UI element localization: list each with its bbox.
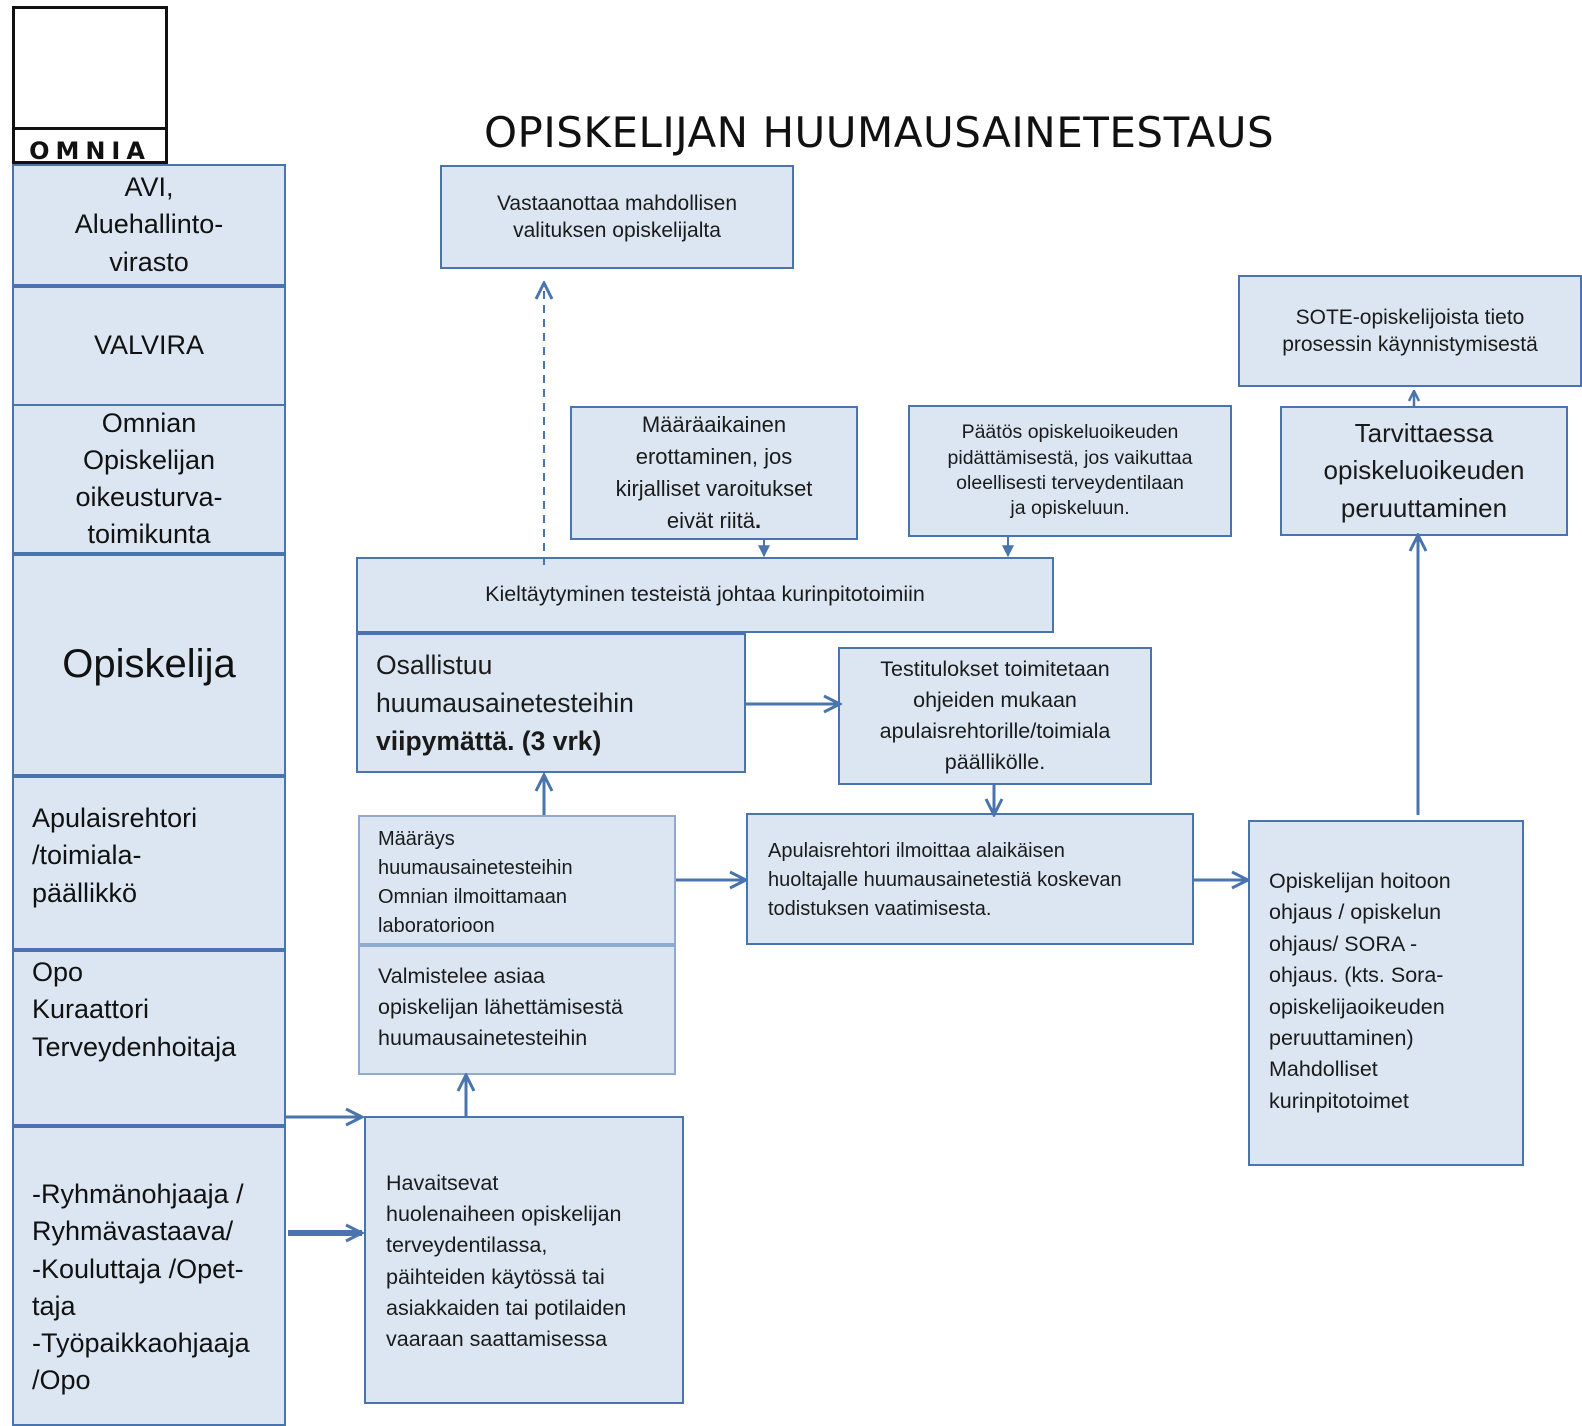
page-title: OPISKELIJAN HUUMAUSAINETESTAUS bbox=[484, 108, 1275, 157]
box-valmistelee: Valmistelee asiaa opiskelijan lähettämis… bbox=[358, 945, 676, 1075]
lane-ryhmanohjaaja: -Ryhmänohjaaja / Ryhmävastaava/ -Koulutt… bbox=[12, 1126, 286, 1426]
osallistuu-deadline: viipymättä. (3 vrk) bbox=[376, 725, 602, 756]
osallistuu-text: Osallistuu huumausainetesteihin bbox=[376, 650, 634, 718]
erottaminen-label: Määräaikainen erottaminen, jos kirjallis… bbox=[615, 412, 813, 533]
lane-valvira: VALVIRA bbox=[12, 286, 286, 406]
box-peruuttaminen: Tarvittaessa opiskeluoikeuden peruuttami… bbox=[1280, 406, 1568, 536]
logo-rule bbox=[15, 127, 165, 130]
lane-oikeusturvatoimikunta: Omnian Opiskelijan oikeusturva- toimikun… bbox=[12, 404, 286, 554]
box-sote: SOTE-opiskelijoista tieto prosessin käyn… bbox=[1238, 275, 1582, 387]
box-kieltaytyminen: Kieltäytyminen testeistä johtaa kurinpit… bbox=[356, 557, 1054, 633]
lane-opo: Opo Kuraattori Terveydenhoitaja bbox=[12, 950, 286, 1126]
erottaminen-dot: . bbox=[754, 507, 762, 533]
box-hoitoon: Opiskelijan hoitoon ohjaus / opiskelun o… bbox=[1248, 820, 1524, 1166]
box-erottaminen: Määräaikainen erottaminen, jos kirjallis… bbox=[570, 406, 858, 540]
lane-apulaisrehtori: Apulaisrehtori /toimiala- päällikkö bbox=[12, 776, 286, 950]
box-havaitsevat: Havaitsevat huolenaiheen opiskelijan ter… bbox=[364, 1116, 684, 1404]
box-maarays: Määräys huumausainetesteihin Omnian ilmo… bbox=[358, 815, 676, 945]
box-osallistuu: Osallistuu huumausainetesteihin viipymät… bbox=[356, 633, 746, 773]
logo-text: OMNIA bbox=[29, 137, 151, 165]
omnia-logo: OMNIA bbox=[12, 6, 168, 165]
lane-opiskelija: Opiskelija bbox=[12, 554, 286, 776]
lane-avi: AVI, Aluehallinto- virasto bbox=[12, 164, 286, 286]
erottaminen-text: Määräaikainen erottaminen, jos kirjallis… bbox=[616, 409, 813, 537]
box-pidattaminen: Päätös opiskeluoikeuden pidättämisestä, … bbox=[908, 405, 1232, 537]
box-testitulokset: Testitulokset toimitetaan ohjeiden mukaa… bbox=[838, 647, 1152, 785]
box-ilmoittaa: Apulaisrehtori ilmoittaa alaikäisen huol… bbox=[746, 813, 1194, 945]
box-valitus: Vastaanottaa mahdollisen valituksen opis… bbox=[440, 165, 794, 269]
